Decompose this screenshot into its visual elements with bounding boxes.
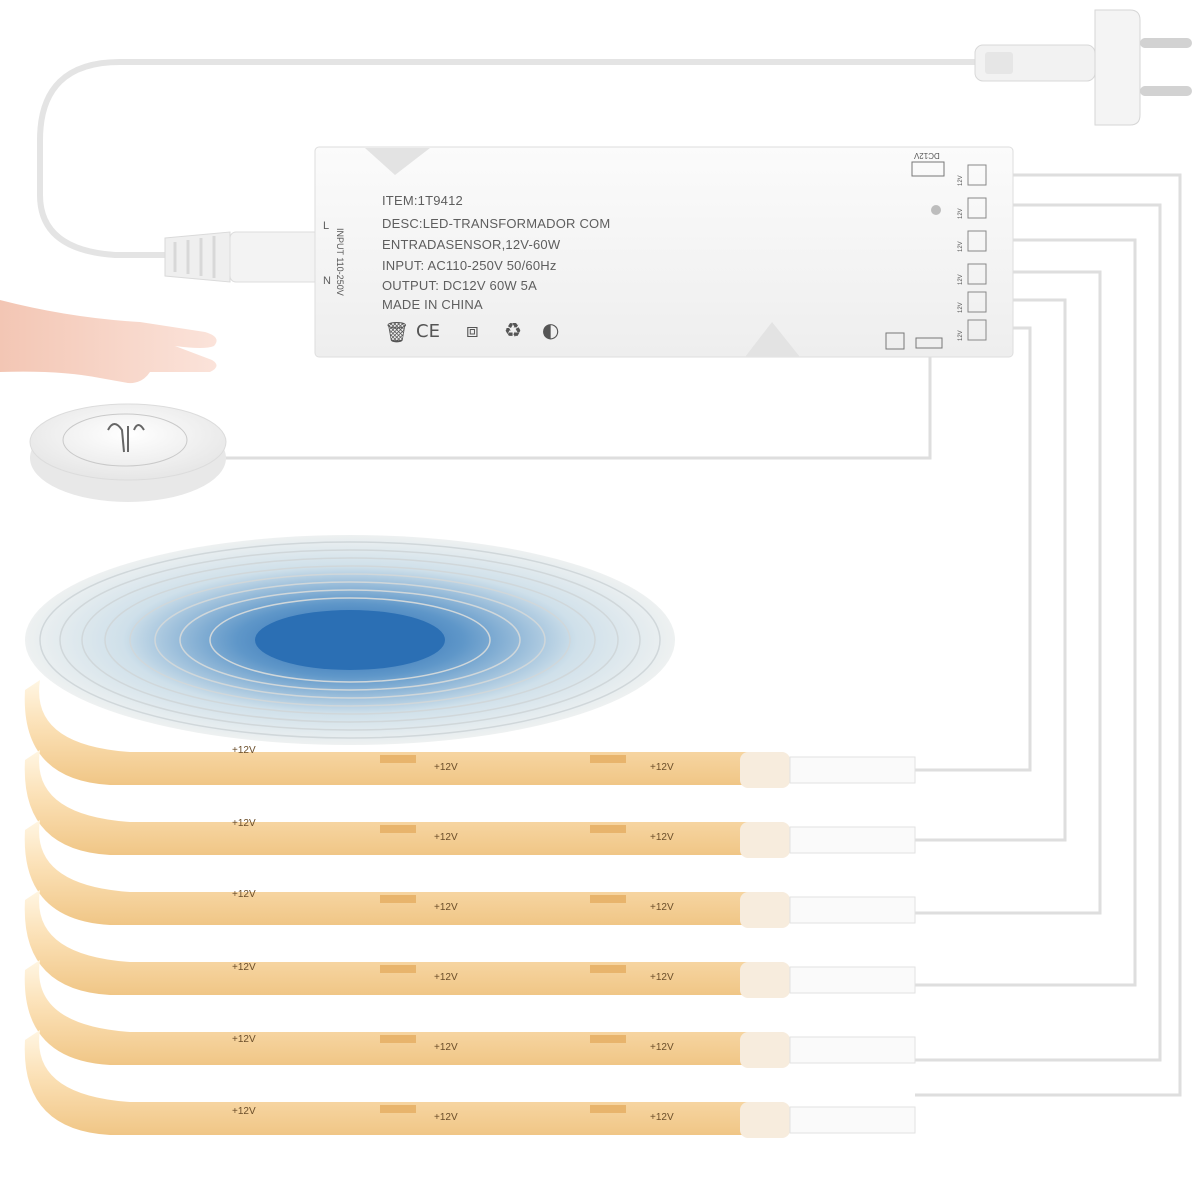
label-desc-1: DESC:LED-TRANSFORMADOR COM: [382, 216, 611, 231]
input-connector: [164, 231, 321, 283]
label-desc-2: ENTRADASENSOR,12V-60W: [382, 237, 561, 252]
label-origin: MADE IN CHINA: [382, 297, 483, 312]
led-strip-1: [24, 680, 916, 788]
label-output: OUTPUT: DC12V 60W 5A: [382, 278, 537, 293]
strip-marking: +12V: [232, 962, 256, 973]
strip-marking: +12V: [232, 1034, 256, 1045]
dc-label: DC12V: [914, 151, 940, 160]
led-strip-2: [24, 750, 916, 858]
strip-marking: +12V: [232, 745, 256, 756]
led-strip-4: [24, 890, 916, 998]
port-label: 12V: [958, 241, 964, 252]
led-reel: [25, 535, 675, 745]
motion-sensor: [29, 403, 227, 502]
strip-marking: +12V: [650, 762, 674, 773]
strip-marking: +12V: [434, 972, 458, 983]
transformer-body: [314, 146, 1014, 358]
terminal-l-label: L: [323, 220, 330, 232]
mains-cable: [37, 59, 988, 258]
strip-marking: +12V: [232, 1106, 256, 1117]
port-label: 12V: [958, 330, 964, 341]
led-strip-5: [24, 960, 916, 1068]
strip-marking: +12V: [650, 832, 674, 843]
eu-plug: [974, 9, 1192, 126]
port-label: 12V: [958, 208, 964, 219]
led-strip-6: [24, 1030, 916, 1138]
led-strip-3: [24, 820, 916, 928]
strip-marking: +12V: [650, 972, 674, 983]
input-terminal-label: INPUT 110-250V: [335, 228, 345, 296]
strip-marking: +12V: [232, 818, 256, 829]
strip-marking: +12V: [650, 1112, 674, 1123]
weee-icon: 🗑: [384, 320, 410, 344]
strip-marking: +12V: [232, 889, 256, 900]
strip-marking: +12V: [434, 762, 458, 773]
strip-marking: +12V: [434, 832, 458, 843]
output-cables: [915, 173, 1182, 1097]
port-label: 12V: [958, 302, 964, 313]
strip-marking: +12V: [434, 1112, 458, 1123]
strip-marking: +12V: [434, 902, 458, 913]
terminal-n-label: N: [323, 275, 332, 287]
strip-marking: +12V: [650, 1042, 674, 1053]
port-label: 12V: [958, 175, 964, 186]
sensor-cable: [215, 357, 932, 460]
green-dot-icon: ◐: [542, 318, 560, 342]
hand-image: [0, 300, 217, 384]
label-input: INPUT: AC110-250V 50/60Hz: [382, 258, 557, 273]
ce-icon: CE: [416, 321, 440, 342]
double-insulation-icon: ⧈: [466, 318, 479, 342]
recycle-icon: ♻: [504, 318, 522, 342]
output-ports: [967, 164, 987, 341]
port-label: 12V: [958, 274, 964, 285]
label-item: ITEM:1T9412: [382, 193, 463, 208]
led-strips: [24, 680, 916, 1138]
strip-marking: +12V: [434, 1042, 458, 1053]
strip-marking: +12V: [650, 902, 674, 913]
